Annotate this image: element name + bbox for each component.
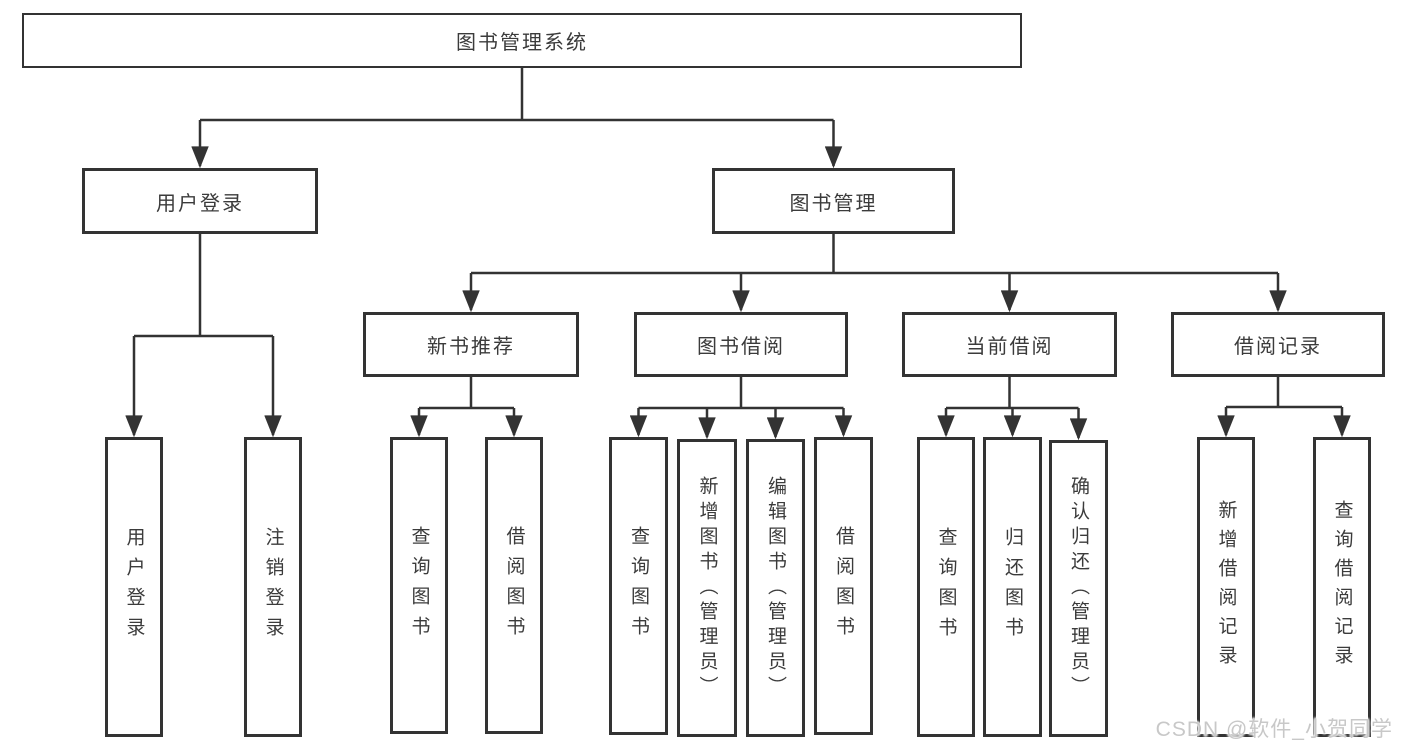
edge-user-login-to-leaves [125,234,282,438]
csdn-watermark: CSDN @软件_小贺同学 [1155,718,1393,741]
node-library-management-system: 图书管理系统 [22,13,1022,68]
leaf-borrow-edit-books-admin: 编辑图书（管理员） [746,439,805,737]
node-new-book-recommend-label: 新书推荐 [427,336,515,358]
node-current-borrow: 当前借阅 [902,312,1117,377]
node-book-borrow-label: 图书借阅 [697,336,785,358]
leaf-recommend-borrow-books: 借阅图书 [485,437,543,734]
leaf-records-query-record: 查询借阅记录 [1313,437,1371,737]
leaf-records-add-record-label: 新增借阅记录 [1215,500,1237,674]
leaf-recommend-query-books: 查询图书 [390,437,448,734]
leaf-current-return-books: 归还图书 [983,437,1042,737]
leaf-current-confirm-return-admin: 确认归还（管理员） [1049,440,1108,737]
node-book-management: 图书管理 [712,168,955,234]
edge-records-to-leaves [1217,377,1351,438]
leaf-recommend-borrow-books-label: 借阅图书 [503,525,525,646]
node-borrow-records: 借阅记录 [1171,312,1385,377]
node-user-login: 用户登录 [82,168,318,234]
edge-book-management-to-level3 [462,234,1287,313]
leaf-borrow-add-books-admin-label: 新增图书（管理员） [696,475,718,701]
leaf-current-query-books-label: 查询图书 [935,527,957,647]
node-root-label: 图书管理系统 [456,32,588,54]
leaf-borrow-query-books-label: 查询图书 [628,526,649,646]
leaf-borrow-edit-books-admin-label: 编辑图书（管理员） [765,475,786,701]
node-book-borrow: 图书借阅 [634,312,848,377]
leaf-user-login-label: 用户登录 [123,527,145,647]
leaf-records-query-record-label: 查询借阅记录 [1331,500,1353,674]
edge-current-to-leaves [937,377,1088,441]
leaf-borrow-query-books: 查询图书 [609,437,668,735]
leaf-borrow-add-books-admin: 新增图书（管理员） [677,439,737,737]
edge-borrow-to-leaves [629,377,853,440]
leaf-borrow-borrow-books: 借阅图书 [814,437,873,735]
leaf-recommend-query-books-label: 查询图书 [408,525,430,646]
node-new-book-recommend: 新书推荐 [363,312,579,377]
node-current-borrow-label: 当前借阅 [965,336,1054,358]
edge-root-to-level2 [191,68,843,169]
leaf-current-return-books-label: 归还图书 [1002,527,1023,647]
edge-recommend-to-leaves [410,377,523,438]
leaf-current-confirm-return-admin-label: 确认归还（管理员） [1068,476,1089,701]
leaf-logout-login: 注销登录 [244,437,302,737]
leaf-current-query-books: 查询图书 [917,437,975,737]
leaf-user-login: 用户登录 [105,437,163,737]
node-book-management-label: 图书管理 [789,192,878,215]
leaf-records-add-record: 新增借阅记录 [1197,437,1255,737]
node-user-login-label: 用户登录 [156,192,244,215]
node-borrow-records-label: 借阅记录 [1234,336,1322,358]
leaf-logout-login-label: 注销登录 [262,527,284,647]
leaf-borrow-borrow-books-label: 借阅图书 [833,526,854,646]
